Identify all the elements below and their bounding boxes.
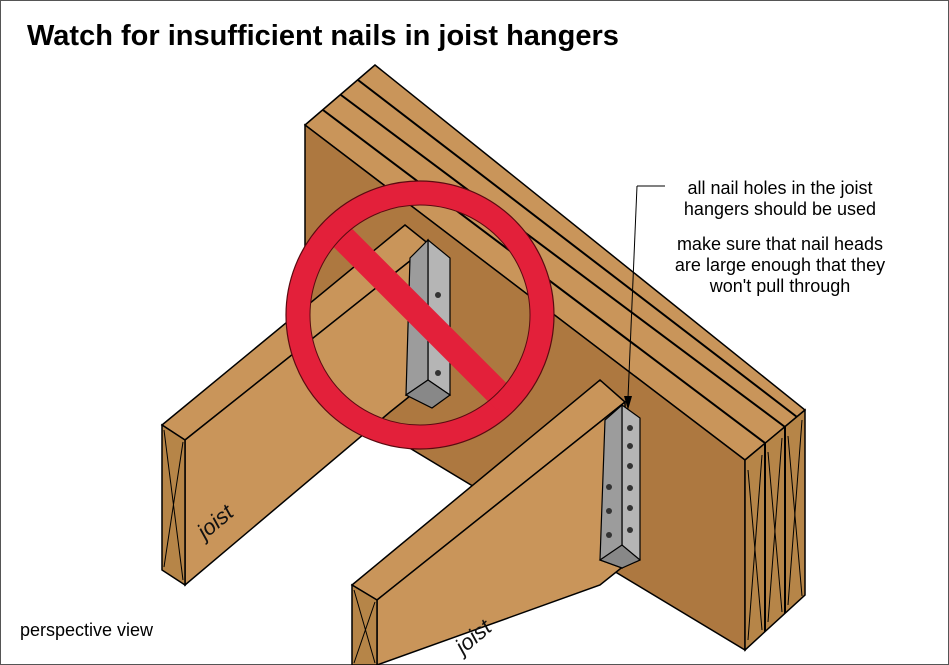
nail-right <box>627 443 633 449</box>
nail-right <box>627 505 633 511</box>
callout-line: are large enough that they <box>674 255 886 275</box>
nail-right <box>627 485 633 491</box>
callout-line: make sure that nail heads <box>676 234 884 254</box>
callout-text: all nail holes in the joist hangers shou… <box>660 178 900 297</box>
nail-right <box>606 508 612 514</box>
no-symbol-icon <box>285 180 555 450</box>
nail-right <box>627 463 633 469</box>
callout-line: hangers should be used <box>683 199 877 219</box>
callout-leader <box>624 185 665 410</box>
joist-hanger-right <box>598 403 642 569</box>
callout-line: all nail holes in the joist <box>687 178 873 198</box>
page-title: Watch for insufficient nails in joist ha… <box>27 20 619 52</box>
nail-left-1 <box>435 292 441 298</box>
header-ply-seam <box>340 94 786 428</box>
nail-right <box>627 527 633 533</box>
header-ply-seam <box>357 79 798 418</box>
nail-right <box>606 484 612 490</box>
nail-right <box>627 425 633 431</box>
callout-line: won't pull through <box>709 276 851 296</box>
nail-left-2 <box>435 370 441 376</box>
view-label: perspective view <box>20 620 154 640</box>
nail-right <box>606 532 612 538</box>
